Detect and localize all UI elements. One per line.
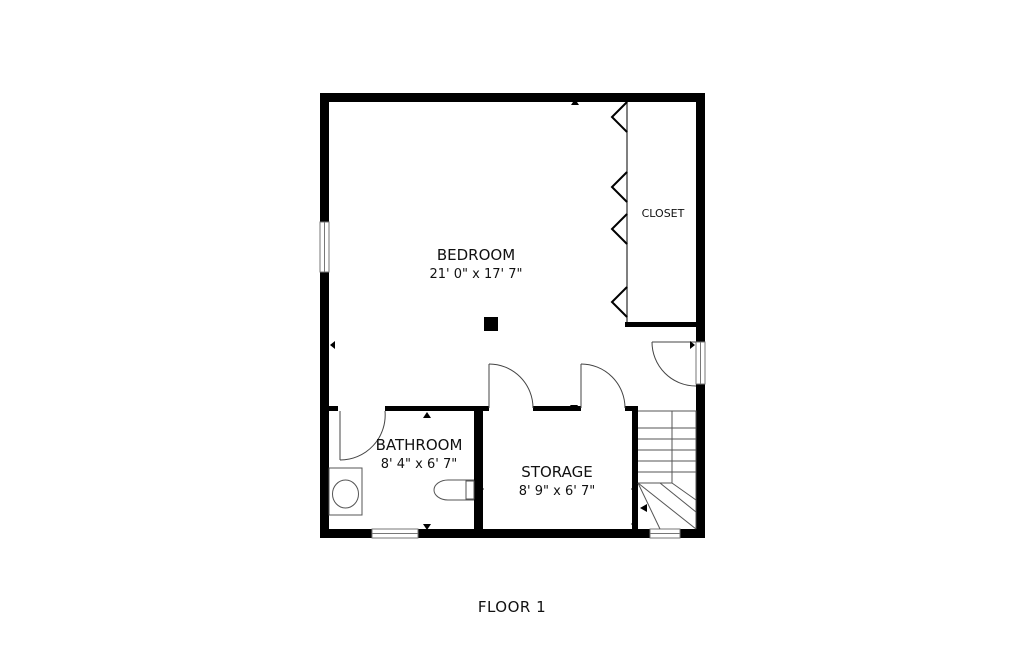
bathroom-door bbox=[339, 410, 386, 461]
bedroom-name: BEDROOM bbox=[437, 246, 515, 264]
storage-stairs-wall bbox=[632, 406, 638, 534]
outer-walls bbox=[320, 93, 705, 538]
floor-label: FLOOR 1 bbox=[477, 598, 547, 616]
bedroom-post bbox=[484, 317, 498, 331]
bath-storage-wall bbox=[474, 406, 483, 534]
bedroom-door-right bbox=[580, 363, 626, 409]
stairs-outline bbox=[638, 410, 697, 529]
stairs-door bbox=[651, 341, 697, 387]
wall-mid-b bbox=[533, 406, 581, 411]
closet-door-1 bbox=[610, 101, 628, 133]
closet-bottom-wall bbox=[625, 322, 700, 327]
closet-doors bbox=[610, 101, 628, 318]
window-left bbox=[319, 221, 330, 273]
wall-right bbox=[696, 93, 705, 538]
stairs bbox=[637, 410, 697, 530]
bathtub-fixture bbox=[328, 467, 363, 516]
bedroom-door-left bbox=[488, 363, 534, 409]
wall-mid-left bbox=[329, 406, 338, 411]
windows bbox=[319, 221, 706, 539]
wall-top bbox=[320, 93, 705, 102]
wall-bottom bbox=[320, 529, 705, 538]
door-swings bbox=[339, 341, 697, 461]
window-right bbox=[695, 341, 706, 385]
storage-name: STORAGE bbox=[521, 463, 592, 481]
closet-door-3 bbox=[610, 213, 628, 245]
bathroom-dims: 8' 4" x 6' 7" bbox=[381, 457, 457, 472]
markers bbox=[330, 99, 695, 530]
wall-mid-a bbox=[385, 406, 489, 411]
fixtures bbox=[328, 317, 498, 516]
storage-dims: 8' 9" x 6' 7" bbox=[519, 484, 595, 499]
window-bottom-stairs bbox=[649, 528, 681, 539]
closet-name: CLOSET bbox=[642, 207, 685, 220]
bathroom-name: BATHROOM bbox=[376, 436, 463, 454]
closet-door-2 bbox=[610, 171, 628, 203]
closet-door-4 bbox=[610, 286, 628, 318]
interior-walls bbox=[329, 102, 700, 534]
wall-mid-c bbox=[625, 406, 638, 411]
wall-left bbox=[320, 93, 329, 538]
bedroom-dims: 21' 0" x 17' 7" bbox=[430, 267, 523, 282]
toilet-fixture bbox=[433, 479, 475, 501]
window-bottom-bathroom bbox=[371, 528, 419, 539]
